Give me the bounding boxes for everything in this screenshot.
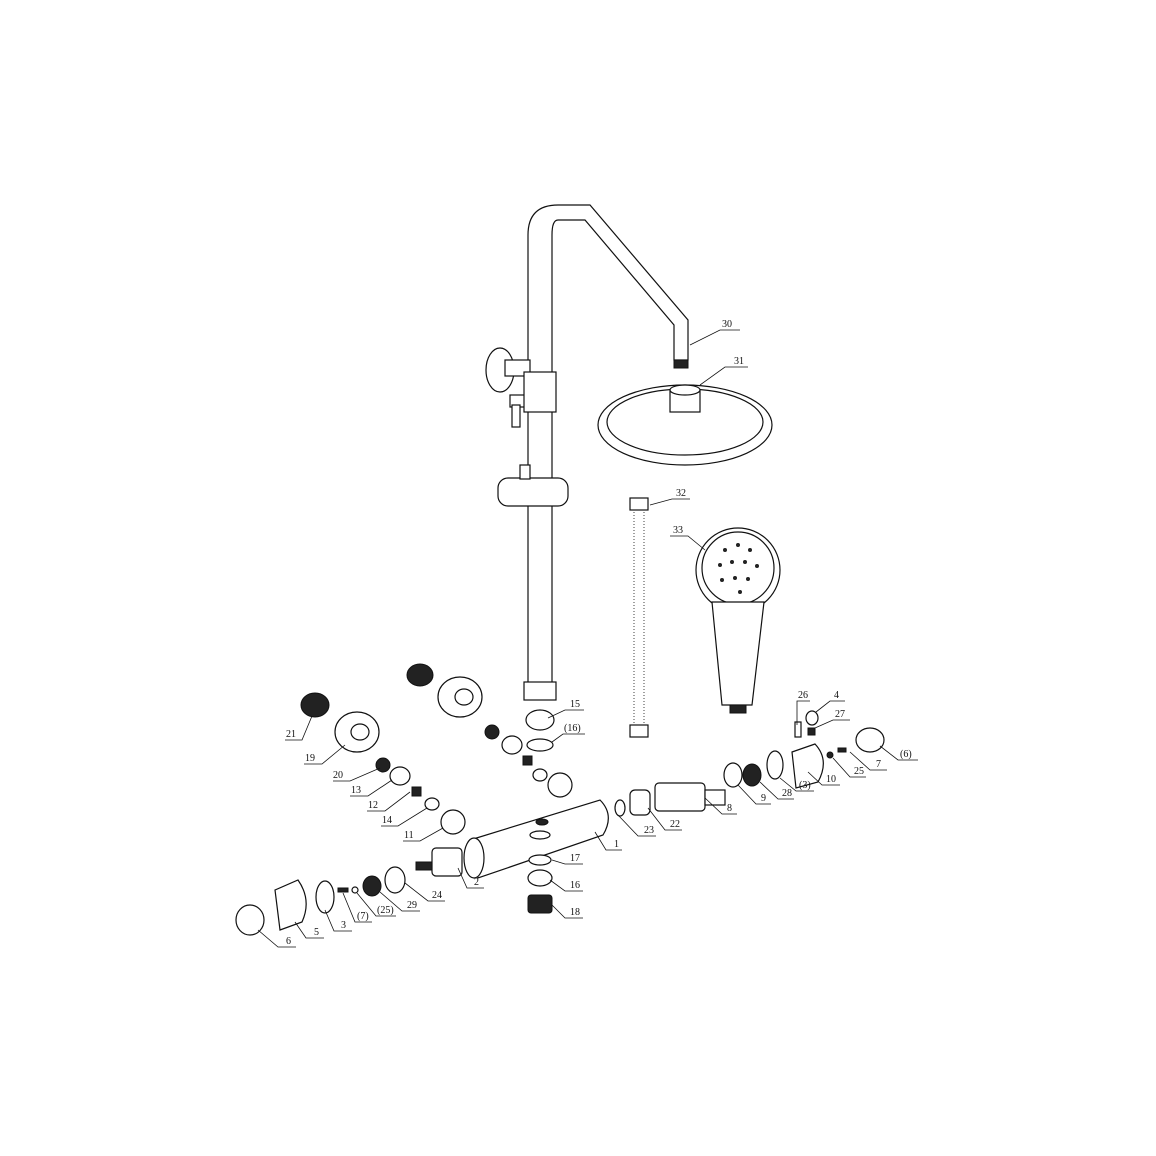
label-22: 22 (670, 819, 680, 830)
wall-bracket (485, 347, 557, 428)
thermostatic-body (463, 799, 609, 879)
label-26: 26 (798, 690, 808, 701)
label-11: 11 (404, 830, 414, 841)
label-25: 25 (854, 766, 864, 777)
label-32: 32 (676, 488, 686, 499)
label-27: 27 (835, 709, 845, 720)
label-9: 9 (761, 793, 766, 804)
label-8: 8 (727, 803, 732, 814)
handset-slider (497, 464, 569, 507)
label-10: 10 (826, 774, 836, 785)
label-6a: (6) (900, 749, 912, 760)
label-3a: (3) (799, 780, 811, 791)
left-handle-assembly (235, 847, 463, 936)
label-14: 14 (382, 815, 392, 826)
label-20: 20 (333, 770, 343, 781)
label-1: 1 (614, 839, 619, 850)
label-21: 21 (286, 729, 296, 740)
wall-elbows (300, 663, 573, 835)
label-18: 18 (570, 907, 580, 918)
label-29: 29 (407, 900, 417, 911)
label-5: 5 (314, 927, 319, 938)
label-7a: (7) (357, 911, 369, 922)
label-23: 23 (644, 825, 654, 836)
lower-fittings (527, 854, 553, 914)
cartridge-assembly (614, 710, 885, 817)
label-30: 30 (722, 319, 732, 330)
label-12: 12 (368, 800, 378, 811)
label-33: 33 (673, 525, 683, 536)
shower-hose (629, 497, 649, 738)
label-25a: (25) (377, 905, 394, 916)
label-31: 31 (734, 356, 744, 367)
label-2: 2 (474, 877, 479, 888)
label-19: 19 (305, 753, 315, 764)
hand-shower (695, 527, 781, 714)
label-7: 7 (876, 759, 881, 770)
label-16: 16 (570, 880, 580, 891)
label-24: 24 (432, 890, 442, 901)
label-16a: (16) (564, 723, 581, 734)
label-4: 4 (834, 690, 839, 701)
label-3: 3 (341, 920, 346, 931)
label-13: 13 (351, 785, 361, 796)
label-6: 6 (286, 936, 291, 947)
label-28: 28 (782, 788, 792, 799)
label-17: 17 (570, 853, 580, 864)
label-15: 15 (570, 699, 580, 710)
riser-pipe (523, 204, 689, 701)
overhead-shower-head (597, 384, 773, 466)
part-callouts: 30 31 32 33 15 (16) 26 4 27 21 19 20 13 … (257, 319, 918, 948)
